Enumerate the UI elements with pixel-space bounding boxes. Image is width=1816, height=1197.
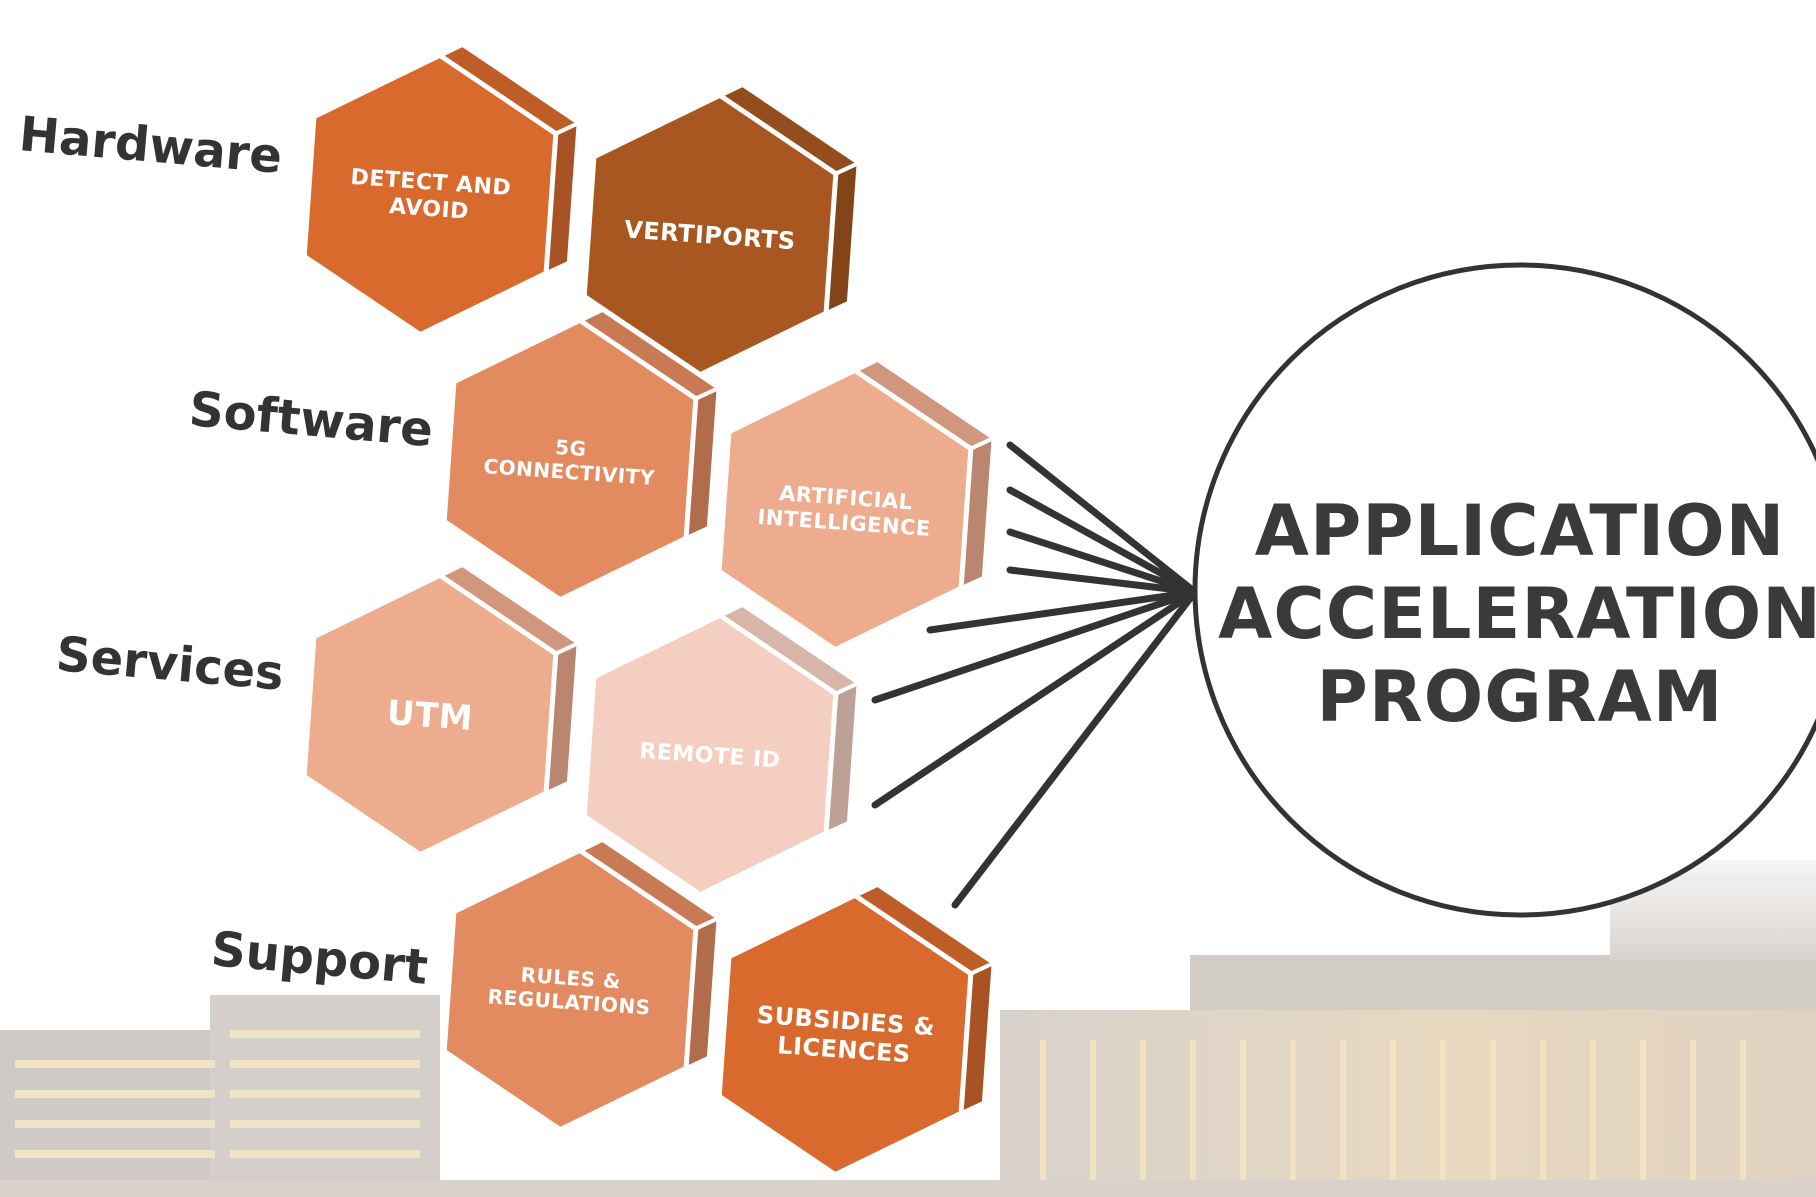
hexagon-face bbox=[716, 367, 974, 653]
hexagon-label-connectivity-5g-line-1: 5G bbox=[554, 435, 587, 461]
connector-line bbox=[1006, 486, 1199, 596]
label-hardware: Hardware bbox=[17, 106, 284, 185]
connector-line bbox=[1006, 566, 1199, 596]
label-support: Support bbox=[209, 921, 430, 996]
hexagon-vertiports: VERTIPORTS bbox=[581, 82, 863, 378]
hexagon-label-utm-line-1: UTM bbox=[386, 693, 475, 739]
hexagon-face bbox=[716, 892, 974, 1178]
connector-line bbox=[951, 588, 1199, 909]
hexagon-remote-id: REMOTE ID bbox=[581, 602, 863, 898]
hexagon-face bbox=[301, 572, 559, 858]
hexagon-grid: DETECT ANDAVOIDVERTIPORTS5GCONNECTIVITYA… bbox=[301, 42, 998, 1178]
hexagon-label-detect-avoid-line-2: AVOID bbox=[388, 194, 469, 225]
hexagon-face bbox=[301, 52, 559, 338]
label-software: Software bbox=[187, 381, 435, 458]
program-title-line-3: PROGRAM bbox=[1317, 656, 1724, 738]
connector-line bbox=[871, 588, 1199, 704]
connector-line bbox=[1006, 528, 1199, 596]
connector-lines bbox=[871, 441, 1199, 909]
program-title-line-2: ACCELERATION bbox=[1218, 573, 1816, 655]
hexagon-face bbox=[441, 317, 699, 603]
label-services: Services bbox=[54, 626, 286, 702]
hexagon-subsidies: SUBSIDIES &LICENCES bbox=[716, 882, 998, 1178]
hexagon-face bbox=[441, 847, 699, 1133]
program-title-line-1: APPLICATION bbox=[1255, 490, 1785, 572]
hexagon-face bbox=[581, 612, 839, 898]
connector-line bbox=[1006, 441, 1199, 596]
connector-line bbox=[871, 588, 1199, 809]
hexagon-rules: RULES &REGULATIONS bbox=[441, 837, 723, 1133]
connector-line bbox=[926, 588, 1199, 634]
program-circle: APPLICATION ACCELERATION PROGRAM bbox=[1192, 262, 1816, 918]
hexagon-utm: UTM bbox=[301, 562, 583, 858]
